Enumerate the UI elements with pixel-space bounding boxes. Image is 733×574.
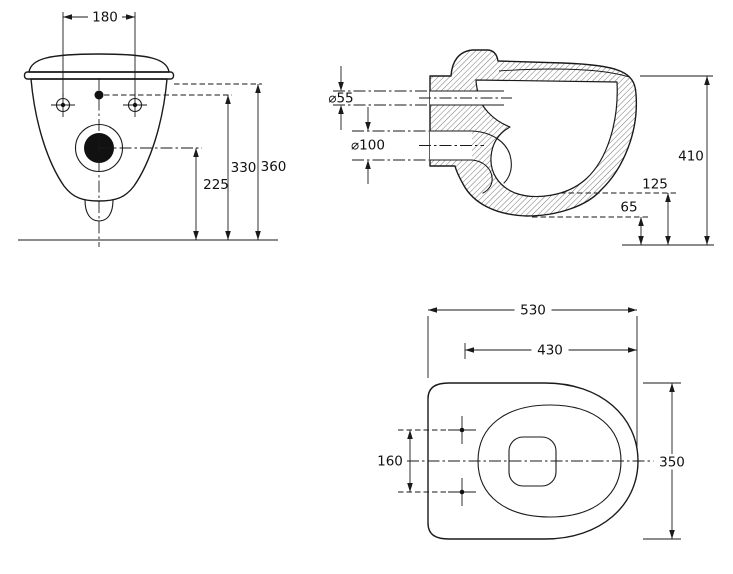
dim-outlet-d100: ⌀100 xyxy=(348,107,429,184)
dim-225: 225 xyxy=(99,147,231,240)
dim-label-430: 430 xyxy=(537,343,563,359)
dim-360: 360 xyxy=(174,83,288,240)
outlet-bump-outline xyxy=(84,199,114,222)
cistern-lid-outline xyxy=(28,53,170,73)
dim-label-d100: ⌀100 xyxy=(351,138,385,154)
dim-65: 65 xyxy=(620,200,644,245)
dim-410: 410 xyxy=(678,76,710,245)
dim-350: 350 xyxy=(643,382,691,540)
side-view: ⌀55 ⌀100 410 125 65 xyxy=(323,49,714,246)
top-view: 160 530 430 350 xyxy=(373,302,691,540)
trap-bend-lines xyxy=(471,130,512,194)
dim-label-65: 65 xyxy=(620,200,637,216)
seat-seam-line xyxy=(498,68,630,78)
dim-label-350: 350 xyxy=(659,455,685,471)
dim-label-360: 360 xyxy=(261,159,287,175)
plan-mounting-holes xyxy=(398,416,476,506)
dim-label-160: 160 xyxy=(377,454,403,470)
dim-label-410: 410 xyxy=(678,149,704,165)
hidden-projection-lines xyxy=(532,192,676,218)
dim-inlet-d55: ⌀55 xyxy=(323,66,429,130)
dim-125: 125 xyxy=(642,177,671,245)
dim-530: 530 xyxy=(427,302,638,450)
dim-330: 330 xyxy=(104,94,258,240)
dim-label-d55: ⌀55 xyxy=(328,91,353,107)
flush-valve-outline xyxy=(508,436,557,487)
cistern-rim-outline xyxy=(23,71,175,80)
dim-430: 430 xyxy=(464,342,637,359)
pipe-centerlines xyxy=(419,97,512,146)
dim-label-125: 125 xyxy=(642,177,668,193)
dim-label-180: 180 xyxy=(92,10,118,26)
dim-label-225: 225 xyxy=(203,177,229,193)
dim-label-530: 530 xyxy=(520,303,546,319)
dim-180: 180 xyxy=(62,9,136,97)
front-view: 180 225 330 360 xyxy=(18,9,288,247)
dim-160: 160 xyxy=(373,430,413,492)
dim-label-330: 330 xyxy=(231,160,257,176)
